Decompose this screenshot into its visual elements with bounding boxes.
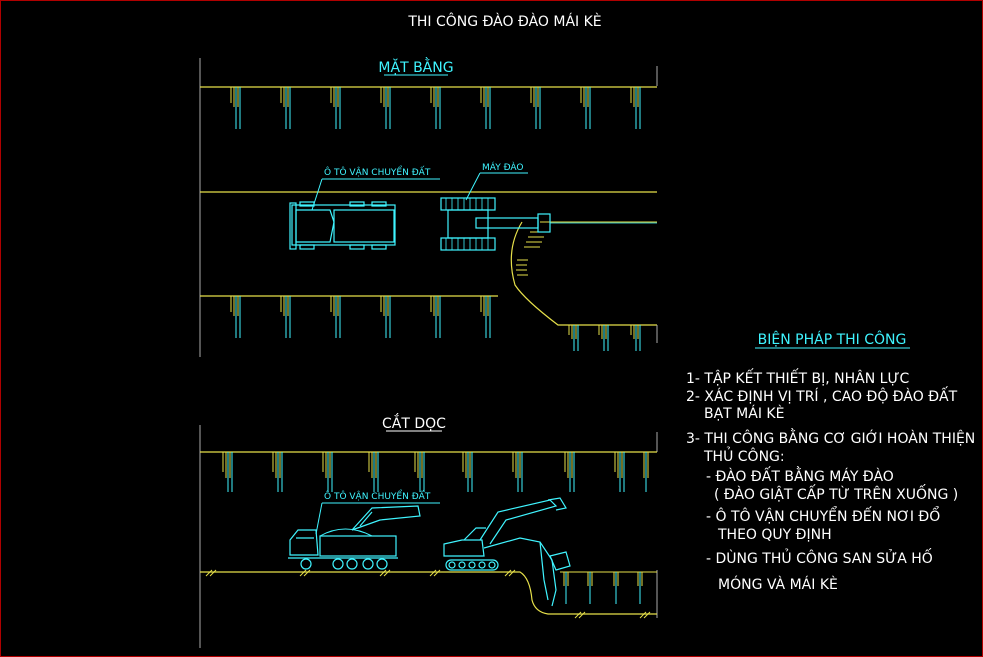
plan-view: MẶT BẰNG bbox=[199, 57, 658, 357]
section-pile-row-top bbox=[222, 452, 649, 492]
plan-heading: MẶT BẰNG bbox=[378, 57, 453, 76]
plan-truck-label: Ô TÔ VẬN CHUYỂN ĐẤT bbox=[311, 165, 440, 211]
section-loading-boom bbox=[351, 505, 421, 531]
svg-text:Ô TÔ VẬN CHUYỂN ĐẤT: Ô TÔ VẬN CHUYỂN ĐẤT bbox=[324, 489, 431, 502]
section-view: CẮT DỌC bbox=[199, 413, 658, 648]
section-truck-label: Ô TÔ VẬN CHUYỂN ĐẤT bbox=[315, 489, 440, 535]
method-line-8: - Ô TÔ VẬN CHUYỂN ĐẾN NƠI ĐỔ bbox=[706, 509, 941, 525]
plan-excavator bbox=[440, 197, 657, 251]
method-line-2: 2- XÁC ĐỊNH VỊ TRÍ , CAO ĐỘ ĐÀO ĐẤT bbox=[686, 389, 958, 405]
method-line-7: ( ĐÀO GIẬT CẤP TỪ TRÊN XUỐNG ) bbox=[714, 487, 959, 503]
drawing-title: THI CÔNG ĐÀO ĐÀO MÁI KÈ bbox=[407, 12, 601, 30]
method-line-5: THỦ CÔNG: bbox=[704, 449, 785, 465]
svg-text:MÁY ĐÀO: MÁY ĐÀO bbox=[482, 161, 523, 173]
plan-excavation-boundary bbox=[510, 221, 657, 326]
section-excavator bbox=[443, 497, 571, 607]
method-line-3: BẠT MÁI KÈ bbox=[704, 406, 785, 422]
method-line-4: 3- THI CÔNG BẰNG CƠ GIỚI HOÀN THIỆN bbox=[686, 431, 976, 447]
method-heading: BIỆN PHÁP THI CÔNG bbox=[758, 330, 907, 348]
plan-slope-hatch bbox=[516, 231, 546, 276]
plan-excavator-label: MÁY ĐÀO bbox=[465, 161, 528, 201]
method-line-1: 1- TẬP KẾT THIẾT BỊ, NHÂN LỰC bbox=[686, 371, 910, 387]
method-line-6: - ĐÀO ĐẤT BẰNG MÁY ĐÀO bbox=[706, 469, 894, 485]
section-pile-row-bottom bbox=[563, 572, 643, 604]
section-truck bbox=[288, 528, 398, 570]
section-ground-line bbox=[200, 571, 657, 615]
plan-pile-row-top bbox=[230, 87, 641, 129]
plan-pile-row-bottom bbox=[230, 296, 641, 351]
method-line-9: THEO QUY ĐỊNH bbox=[718, 527, 832, 543]
method-line-10: - DÙNG THỦ CÔNG SAN SỬA HỐ bbox=[706, 551, 933, 567]
plan-truck bbox=[289, 201, 396, 250]
method-line-11: MÓNG VÀ MÁI KÈ bbox=[718, 577, 838, 593]
svg-text:Ô TÔ VẬN CHUYỂN ĐẤT: Ô TÔ VẬN CHUYỂN ĐẤT bbox=[324, 165, 431, 178]
section-heading: CẮT DỌC bbox=[382, 413, 446, 432]
